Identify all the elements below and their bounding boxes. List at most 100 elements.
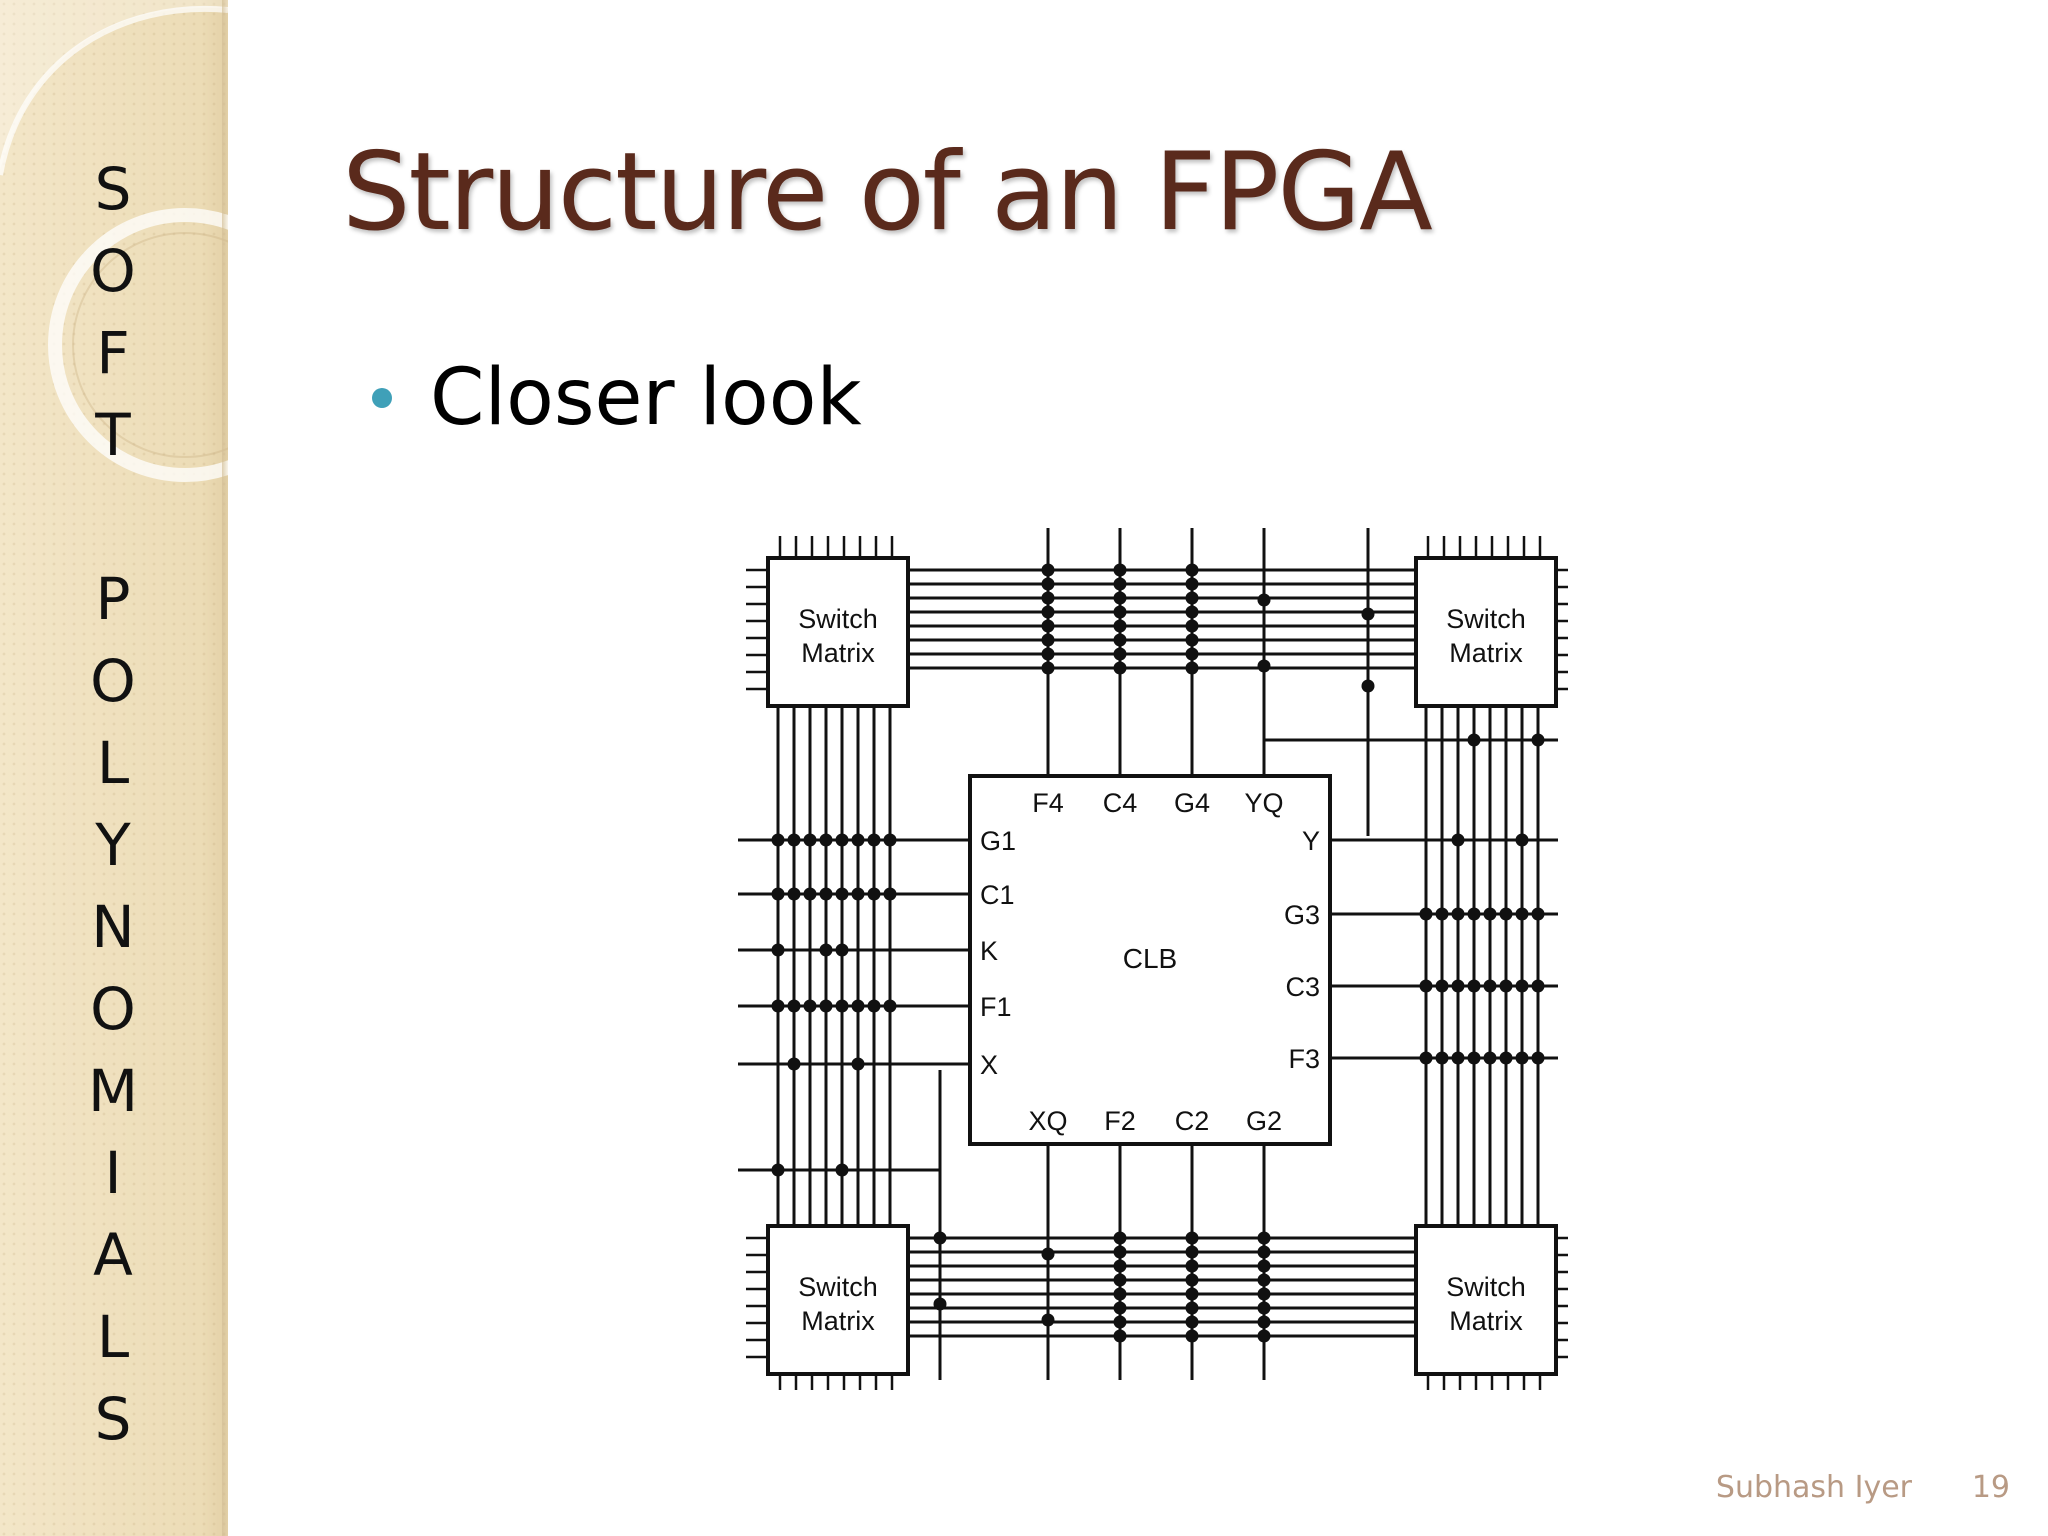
- connection-dot: [835, 833, 849, 847]
- vertical-title-letter: L: [96, 729, 130, 797]
- connection-dot: [1185, 591, 1199, 605]
- connection-dot: [1113, 661, 1127, 675]
- connection-dot: [1041, 633, 1055, 647]
- clb-pin-label: K: [980, 936, 998, 966]
- switch-matrix-label: Switch: [798, 1272, 878, 1302]
- switch-matrix-bottom-right: [1414, 1224, 1558, 1376]
- switch-matrix-bottom-left: [766, 1224, 910, 1376]
- vertical-title-space: [78, 476, 148, 558]
- connection-dot: [1113, 1245, 1127, 1259]
- connection-dot: [1419, 907, 1433, 921]
- page-number: 19: [1971, 1470, 2010, 1505]
- blocks: [766, 556, 1558, 1376]
- connection-dot: [851, 999, 865, 1013]
- connection-dot: [1185, 1259, 1199, 1273]
- connection-dot: [851, 1057, 865, 1071]
- clb-pin-label: F3: [1288, 1044, 1320, 1074]
- connection-dot: [1451, 1051, 1465, 1065]
- clb-pin-label: F4: [1032, 788, 1064, 818]
- connection-dot: [1515, 833, 1529, 847]
- clb-pin-label: G1: [980, 826, 1016, 856]
- connection-dot: [835, 887, 849, 901]
- connection-dot: [1419, 1051, 1433, 1065]
- vertical-title: S O F T P O L Y N O M I A L S: [78, 148, 148, 1460]
- connection-dot: [1257, 1259, 1271, 1273]
- connection-dot: [1467, 979, 1481, 993]
- connection-dot: [819, 833, 833, 847]
- connection-dot: [851, 833, 865, 847]
- clb-pin-label: F1: [980, 992, 1012, 1022]
- connection-dot: [1113, 1315, 1127, 1329]
- connection-dot: [1435, 979, 1449, 993]
- connection-dot: [1185, 1273, 1199, 1287]
- connection-dot: [867, 999, 881, 1013]
- connection-dot: [1361, 679, 1375, 693]
- connection-dot: [787, 999, 801, 1013]
- connection-dot: [1483, 1051, 1497, 1065]
- connection-dot: [803, 833, 817, 847]
- clb-pin-label: C2: [1175, 1106, 1210, 1136]
- connection-dot: [819, 999, 833, 1013]
- connection-dot: [787, 1057, 801, 1071]
- connection-dot: [1467, 907, 1481, 921]
- clb-pin-label: C3: [1285, 972, 1320, 1002]
- connection-dot: [1185, 633, 1199, 647]
- connection-dot: [1531, 979, 1545, 993]
- connection-dot: [803, 887, 817, 901]
- connection-dot: [1113, 563, 1127, 577]
- connection-dot: [851, 887, 865, 901]
- vertical-title-letter: P: [95, 565, 131, 633]
- switch-matrix-label: Switch: [1446, 604, 1526, 634]
- connection-dot: [1483, 979, 1497, 993]
- connection-dot: [771, 833, 785, 847]
- connection-dot: [1185, 1287, 1199, 1301]
- connection-dot: [1041, 647, 1055, 661]
- switch-matrix-label: Matrix: [801, 638, 875, 668]
- connection-dot: [771, 999, 785, 1013]
- bullet-item: Closer look: [372, 348, 862, 448]
- connection-dot: [883, 999, 897, 1013]
- connection-dot: [1185, 605, 1199, 619]
- connection-dot: [1483, 907, 1497, 921]
- vertical-title-letter: N: [91, 893, 135, 961]
- connection-dot: [1451, 907, 1465, 921]
- vertical-title-letter: M: [87, 1057, 139, 1125]
- connection-dot: [803, 999, 817, 1013]
- connection-dot: [1451, 833, 1465, 847]
- switch-matrix-label: Matrix: [801, 1306, 875, 1336]
- switch-matrix-top-right: [1414, 556, 1558, 708]
- connection-dot: [1257, 1301, 1271, 1315]
- connection-dot: [1435, 1051, 1449, 1065]
- switch-matrix-label: Switch: [798, 604, 878, 634]
- connection-dot: [1257, 1329, 1271, 1343]
- diagram-labels: SwitchMatrixSwitchMatrixSwitchMatrixSwit…: [798, 604, 1526, 1336]
- connection-dot: [1185, 577, 1199, 591]
- slide-title: Structure of an FPGA: [342, 130, 1433, 255]
- clb-pin-label: YQ: [1244, 788, 1283, 818]
- connection-dot: [1185, 619, 1199, 633]
- switch-matrix-label: Matrix: [1449, 1306, 1523, 1336]
- connection-dot: [787, 887, 801, 901]
- connection-dot: [1257, 1245, 1271, 1259]
- connection-dot: [1113, 577, 1127, 591]
- connection-dot: [771, 1163, 785, 1177]
- decorative-rings: [0, 0, 228, 482]
- connection-dot: [1435, 907, 1449, 921]
- vertical-title-letter: I: [104, 1139, 122, 1207]
- connection-dot: [1515, 907, 1529, 921]
- connection-dot: [1185, 563, 1199, 577]
- vertical-title-letter: T: [95, 401, 131, 469]
- connection-dot: [1499, 1051, 1513, 1065]
- connection-dot: [1041, 619, 1055, 633]
- connection-dots: [771, 563, 1545, 1343]
- clb-pin-label: G4: [1174, 788, 1210, 818]
- connection-dot: [1185, 661, 1199, 675]
- vertical-title-letter: O: [90, 237, 136, 305]
- connection-dot: [1531, 733, 1545, 747]
- connection-dot: [1361, 607, 1375, 621]
- connection-dot: [1113, 647, 1127, 661]
- connection-dot: [1113, 591, 1127, 605]
- vertical-title-letter: A: [93, 1221, 133, 1289]
- connection-dot: [1515, 979, 1529, 993]
- vertical-title-letter: L: [96, 1303, 130, 1371]
